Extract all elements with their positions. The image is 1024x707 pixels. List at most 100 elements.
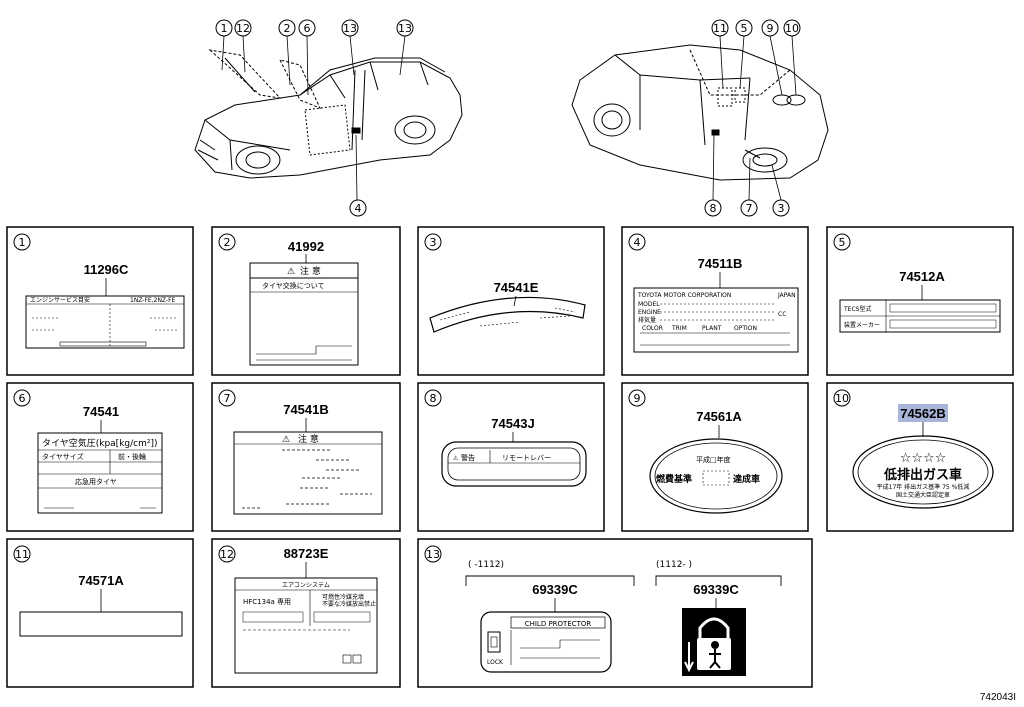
part-number-p10: 74562B — [900, 406, 946, 421]
callout-11-rear: 11 — [713, 22, 727, 35]
p4-cc: CC — [778, 311, 786, 318]
panel-num-9: 9 — [634, 392, 641, 405]
panel-7: 74541B ⚠ 注 意 — [233, 402, 383, 515]
part-number-p12: 88723E — [284, 546, 329, 561]
callout-13-front-b: 13 — [398, 22, 412, 35]
p12-gas: HFC134a 専用 — [243, 597, 291, 606]
panel-num-4: 4 — [634, 236, 641, 249]
callout-5-rear: 5 — [741, 22, 748, 35]
rear-car-illustration — [571, 44, 829, 181]
panel-6: 74541 タイヤ空気圧(kpa[kg/cm²]) タイヤサイズ 前・後輪 応急… — [37, 404, 163, 514]
p2-warning: 注 意 — [300, 265, 321, 277]
p4-disp: 排気量 — [638, 316, 656, 324]
p10-fine2: 国土交通大臣認定車 — [896, 491, 950, 499]
panel-num-5: 5 — [839, 236, 846, 249]
p7-warning: 注 意 — [298, 433, 319, 445]
part-number-p1: 11296C — [84, 262, 129, 277]
panel-num-6: 6 — [19, 392, 26, 405]
callout-2-front: 2 — [284, 22, 291, 35]
star-rating-icon: ☆☆☆☆ — [900, 451, 947, 466]
p4-engine: ENGINE — [638, 309, 661, 316]
panel-num-12: 12 — [220, 548, 234, 561]
p4-trim: TRIM — [671, 325, 687, 332]
panel-9: 74561A 平成□年度 燃費基準 達成車 — [649, 409, 783, 514]
panel-frames — [6, 226, 1014, 688]
callout-13-front-a: 13 — [343, 22, 357, 35]
child-lock-icon — [682, 608, 746, 676]
part-number-p2: 41992 — [288, 239, 324, 254]
p6-title: タイヤ空気圧(kpa[kg/cm²]) — [42, 437, 158, 449]
p4-color: COLOR — [642, 325, 663, 332]
p4-model: MODEL — [638, 301, 660, 308]
p9-line1: 平成□年度 — [696, 455, 731, 464]
p10-fine1: 平成17年 排出ガス基準 75 %低減 — [877, 483, 970, 491]
panel-num-7: 7 — [224, 392, 231, 405]
part-number-p3: 74541E — [494, 280, 539, 295]
p4-option: OPTION — [734, 325, 757, 332]
rear-callouts: 11 5 9 10 8 7 3 — [704, 19, 801, 217]
front-car-illustration — [194, 49, 463, 179]
panel-5: 74512A TECS型式 装置メーカー — [839, 269, 1001, 333]
warning-triangle-icon-p8: ⚠ — [453, 455, 459, 462]
part-number-p4: 74511B — [698, 256, 743, 271]
p9-right: 達成車 — [733, 473, 760, 485]
front-callout-leaders — [221, 35, 406, 201]
part-number-p7: 74541B — [283, 402, 329, 417]
part-number-p11: 74571A — [78, 573, 124, 588]
p12-title: エアコンシステム — [282, 582, 330, 589]
p8-warning: 警告 — [461, 453, 475, 462]
front-callouts: 1 12 2 6 13 13 4 — [215, 19, 414, 217]
p5-row2: 装置メーカー — [844, 321, 880, 329]
callout-12-front: 12 — [236, 22, 250, 35]
p2-subtitle: タイヤ交換について — [262, 281, 325, 290]
panel-13: ( -1112) (1112- ) 69339C 69339C CHILD PR… — [465, 560, 782, 676]
callout-8-rear: 8 — [710, 202, 717, 215]
rear-callout-leaders — [712, 35, 797, 201]
p6-size: タイヤサイズ — [42, 452, 84, 461]
p9-left: 燃費基準 — [656, 473, 692, 485]
diagram-code: 742043I — [979, 692, 1016, 703]
panel-num-1: 1 — [19, 236, 26, 249]
part-number-p13-right: 69339C — [693, 582, 739, 597]
p13-left-range: ( -1112) — [468, 560, 504, 570]
part-number-p13-left: 69339C — [532, 582, 578, 597]
panel-num-2: 2 — [224, 236, 231, 249]
callout-1-front: 1 — [221, 22, 228, 35]
p12-note2: 不要な冷媒放出禁止 — [322, 600, 376, 608]
part-number-p5: 74512A — [899, 269, 945, 284]
panel-num-3: 3 — [430, 236, 437, 249]
part-highlight — [898, 404, 948, 422]
p13-child: CHILD PROTECTOR — [525, 620, 592, 628]
p5-row1: TECS型式 — [843, 305, 871, 313]
callout-7-rear: 7 — [746, 202, 753, 215]
p4-made: JAPAN — [777, 292, 796, 299]
p1-row-right: 1NZ-FE,2NZ-FE — [130, 297, 176, 304]
panel-2: 41992 ⚠ 注 意 タイヤ交換について — [249, 239, 359, 366]
p10-main: 低排出ガス車 — [883, 467, 962, 483]
warning-triangle-icon-p7: ⚠ — [282, 435, 290, 445]
callout-4-front: 4 — [355, 202, 362, 215]
p13-lock: LOCK — [487, 659, 504, 666]
callout-9-rear: 9 — [767, 22, 774, 35]
panel-10: 74562B ☆☆☆☆ 低排出ガス車 平成17年 排出ガス基準 75 %低減 国… — [852, 404, 994, 509]
panel-8: 74543J ⚠ 警告 リモートレバー — [441, 416, 587, 487]
panel-11: 74571A — [19, 573, 183, 637]
panel-num-13: 13 — [426, 548, 440, 561]
part-number-p6: 74541 — [83, 404, 119, 419]
panel-1: 11296C エンジンサービス目安 1NZ-FE,2NZ-FE — [25, 262, 185, 349]
panel-numbers: 1 2 3 4 5 6 7 8 9 10 11 12 13 — [13, 233, 851, 563]
callout-6-front: 6 — [304, 22, 311, 35]
panel-num-8: 8 — [430, 392, 437, 405]
p6-front-rear: 前・後輪 — [118, 452, 146, 461]
part-number-p8: 74543J — [491, 416, 534, 431]
p8-label: リモートレバー — [502, 454, 551, 462]
p1-row-left: エンジンサービス目安 — [30, 296, 90, 304]
panel-num-10: 10 — [835, 392, 849, 405]
callout-10-rear: 10 — [785, 22, 799, 35]
p13-right-range: (1112- ) — [656, 560, 692, 570]
callout-3-rear: 3 — [778, 202, 785, 215]
p12-note1: 可燃性冷媒充填 — [322, 593, 364, 601]
panel-num-11: 11 — [15, 548, 29, 561]
part-number-p9: 74561A — [696, 409, 742, 424]
